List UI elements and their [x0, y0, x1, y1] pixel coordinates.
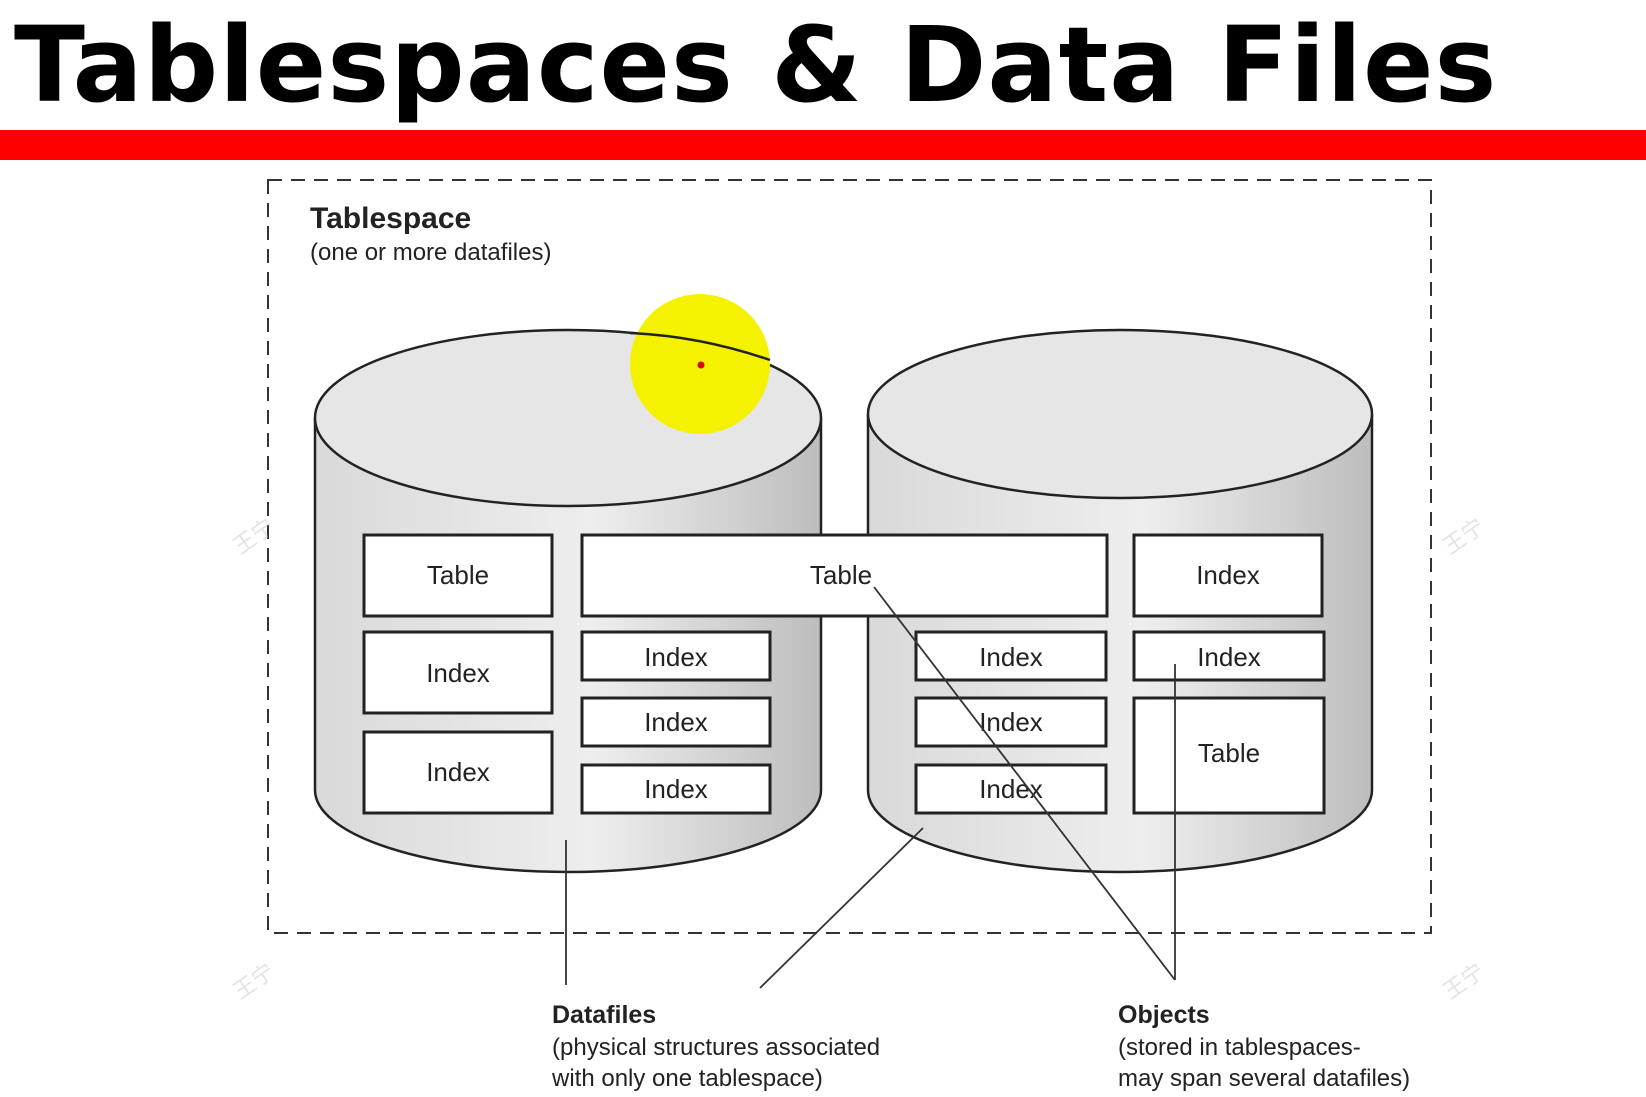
- label-right-index-3: Index: [979, 774, 1043, 804]
- watermark-1: 王宁: [229, 514, 279, 560]
- objects-line2: may span several datafiles): [1118, 1065, 1410, 1092]
- label-mid-index-3: Index: [644, 774, 708, 804]
- label-mid-index-1: Index: [644, 642, 708, 672]
- label-right-index-2: Index: [979, 707, 1043, 737]
- datafiles-line2: with only one tablespace): [551, 1065, 823, 1092]
- label-right-index-small: Index: [1197, 642, 1261, 672]
- object-box-spanning-table: [580, 533, 1109, 618]
- tablespace-label: Tablespace: [310, 202, 471, 235]
- cursor-dot: [697, 361, 705, 369]
- label-spanning-table: Table: [810, 560, 872, 590]
- object-box-right-index-2: [914, 696, 1108, 748]
- object-box-mid-index-3: [580, 763, 772, 815]
- objects-line1: (stored in tablespaces-: [1118, 1034, 1361, 1061]
- tablespace-sublabel: (one or more datafiles): [310, 239, 551, 266]
- title-underline-bar: [0, 130, 1646, 160]
- label-left-index-2: Index: [426, 757, 490, 787]
- object-box-left-index-2: [362, 730, 554, 815]
- page-title: Tablespaces & Data Files: [14, 4, 1498, 126]
- tablespace-boundary: [267, 179, 1432, 934]
- watermark-2: 王宁: [1439, 514, 1489, 560]
- label-right-index-top: Index: [1196, 560, 1260, 590]
- object-box-right-index-small: [1132, 630, 1326, 682]
- datafiles-title: Datafiles: [552, 1001, 656, 1029]
- object-box-mid-index-1: [580, 630, 772, 682]
- watermark-3: 王宁: [229, 959, 279, 1005]
- cylinder-left-rim-over-highlight: [629, 331, 771, 362]
- leader-datafiles-right: [759, 827, 924, 989]
- leader-objects-table: [873, 586, 1176, 981]
- objects-title: Objects: [1118, 1001, 1210, 1029]
- object-box-right-index-top: [1132, 533, 1324, 618]
- object-box-left-index-1: [362, 630, 554, 715]
- object-box-mid-index-2: [580, 696, 772, 748]
- label-right-index-1: Index: [979, 642, 1043, 672]
- label-right-table: Table: [1198, 738, 1260, 768]
- datafiles-line1: (physical structures associated: [552, 1034, 880, 1061]
- object-box-left-table: [362, 533, 554, 618]
- object-box-right-table: [1132, 696, 1326, 815]
- object-box-right-index-1: [914, 630, 1108, 682]
- label-left-table: Table: [427, 560, 489, 590]
- cylinder-right-top: [866, 328, 1374, 500]
- watermark-4: 王宁: [1439, 959, 1489, 1005]
- label-mid-index-2: Index: [644, 707, 708, 737]
- label-left-index-1: Index: [426, 658, 490, 688]
